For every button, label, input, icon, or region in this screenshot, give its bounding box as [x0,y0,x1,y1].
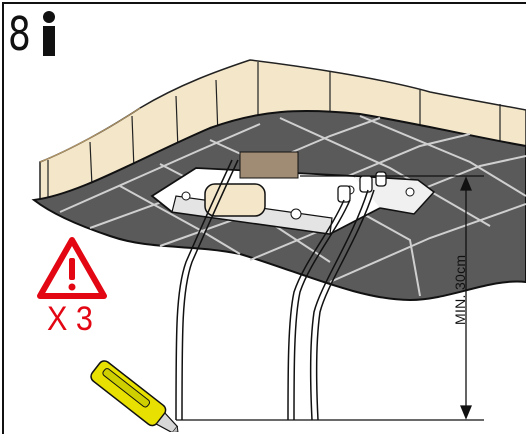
info-icon [43,11,55,56]
cable-window [204,183,266,217]
warning-count-label: X 3 [47,300,93,338]
utility-knife-icon [90,360,179,432]
warning-triangle-icon [37,237,107,299]
min-distance-label: MIN. 30cm [452,254,468,325]
step-number: 8 [8,7,31,61]
dimension-line [176,175,484,421]
pipes [175,159,375,421]
